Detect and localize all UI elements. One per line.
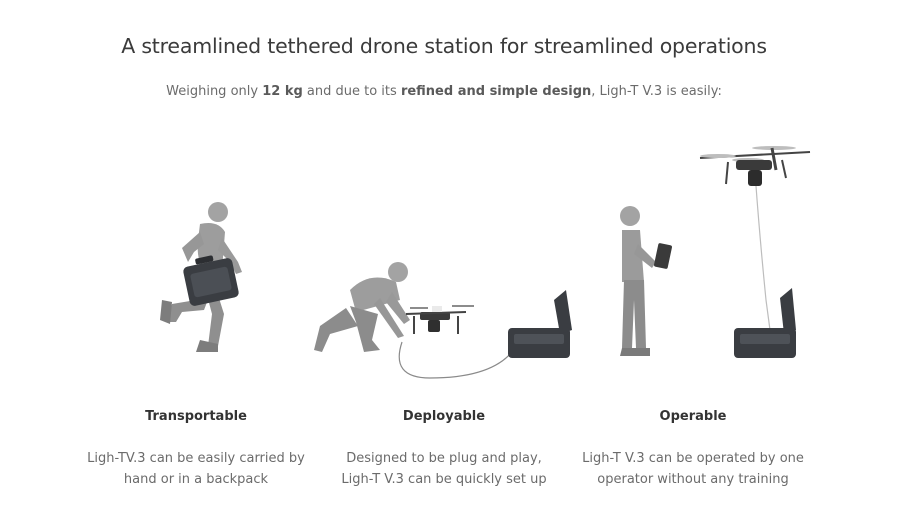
intro-weight: 12 kg: [262, 84, 303, 99]
feature-desc-line: Ligh-TV.3 can be easily carried by: [87, 451, 305, 466]
feature-desc-operable: Ligh-T V.3 can be operated by one operat…: [563, 448, 823, 490]
feature-desc-transportable: Ligh-TV.3 can be easily carried by hand …: [66, 448, 326, 490]
person-deploying-drone-icon: [314, 262, 572, 379]
feature-desc-line: Designed to be plug and play,: [346, 451, 542, 466]
feature-desc-line: Ligh-T V.3 can be quickly set up: [341, 472, 547, 487]
intro-prefix: Weighing only: [166, 84, 263, 99]
feature-desc-line: Ligh-T V.3 can be operated by one: [582, 451, 804, 466]
person-carrying-case-icon: [160, 202, 242, 352]
feature-title-deployable: Deployable: [402, 409, 486, 424]
features-illustration: [160, 146, 811, 379]
drone-large-icon: [699, 146, 811, 186]
feature-desc-line: operator without any training: [597, 472, 789, 487]
person-operating-tethered-drone-icon: [620, 146, 811, 358]
drone-small-icon: [405, 305, 474, 334]
intro-text: Weighing only 12 kg and due to its refin…: [0, 84, 888, 99]
feature-desc-line: hand or in a backpack: [123, 472, 269, 487]
intro-emphasis: refined and simple design: [400, 84, 592, 99]
intro-suffix: , Ligh-T V.3 is easily:: [591, 84, 722, 99]
feature-title-operable: Operable: [659, 409, 727, 424]
feature-title-transportable: Transportable: [145, 409, 247, 424]
base-station-case-icon: [734, 288, 796, 358]
open-case-icon: [508, 290, 572, 358]
page-title: A streamlined tethered drone station for…: [121, 34, 767, 58]
feature-desc-deployable: Designed to be plug and play, Ligh-T V.3…: [314, 448, 574, 490]
intro-middle: and due to its: [302, 84, 401, 99]
